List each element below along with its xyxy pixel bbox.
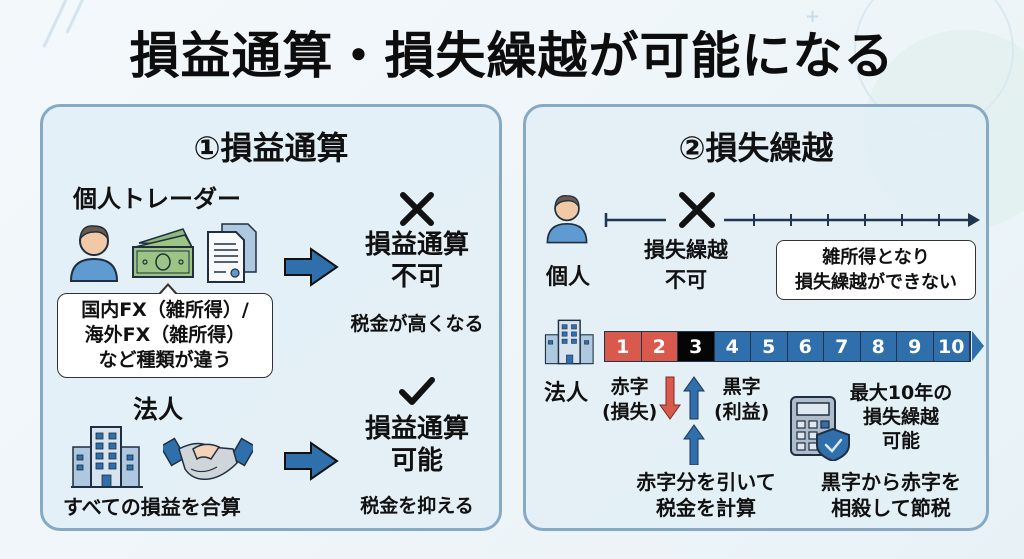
loss-line: 赤字 [610, 376, 649, 398]
up-arrow-icon [683, 376, 705, 465]
year-cell: 2 [641, 332, 678, 361]
panel-loss-carryforward: ②損失繰越 個人 損失繰越 不可 雑所得となり 損失繰越ができない [523, 104, 989, 531]
year-cell: 8 [860, 332, 897, 361]
page-title: 損益通算・損失繰越が可能になる [129, 27, 895, 85]
max-line: 損失繰越 [862, 406, 939, 428]
individual-result: 損益通算 不可 [337, 229, 497, 293]
result-line: 損失繰越 [644, 238, 728, 262]
building-icon [71, 426, 143, 488]
profit-label: 黒字 (利益) [714, 375, 769, 425]
loss-line: (損失) [602, 401, 658, 423]
profit-line: (利益) [714, 401, 770, 423]
year-cell: 10 [933, 332, 970, 361]
callout-line: 国内FX（雑所得）/ [81, 299, 249, 321]
building-icon [544, 319, 594, 365]
individual-note: 雑所得となり 損失繰越ができない [776, 240, 976, 300]
individual-trader-label: 個人トレーダー [73, 185, 241, 213]
panel-title: ②損失繰越 [678, 129, 834, 167]
loss-label: 赤字 (損失) [602, 375, 657, 425]
note-line: 損失繰越ができない [795, 272, 957, 293]
year-cell: 1 [605, 332, 642, 361]
callout-line: など種類が違う [98, 349, 232, 371]
individual-result: 損失繰越 不可 [626, 235, 746, 295]
timeline-tip [972, 331, 984, 361]
person-icon [69, 225, 119, 282]
result-line: 損益通算 [364, 230, 469, 260]
result-line: 損益通算 [364, 414, 469, 444]
cross-icon [400, 192, 434, 226]
calc-line: 税金を計算 [656, 496, 756, 520]
handshake-icon [163, 437, 253, 481]
right-arrow-icon [284, 247, 339, 287]
corporation-label: 法人 [544, 381, 589, 406]
person-icon [546, 195, 588, 244]
max-line: 最大10年の [849, 382, 953, 404]
individual-result-sub: 税金が高くなる [350, 313, 484, 335]
panel-title: ①損益通算 [193, 129, 349, 167]
max-line: 可能 [881, 430, 920, 452]
offset-line: 相殺して節税 [831, 496, 951, 520]
income-type-callout: 国内FX（雑所得）/ 海外FX（雑所得） など種類が違う [57, 283, 273, 378]
year-cell: 7 [824, 332, 861, 361]
offset-caption: 黒字から赤字を 相殺して節税 [791, 469, 991, 521]
panel-loss-offset: ①損益通算 個人トレーダー 国内FX（雑所得）/ 海外FX（雑所得） など種類が… [40, 104, 502, 531]
document-icon [207, 223, 257, 283]
calc-caption: 赤字分を引いて 税金を計算 [606, 469, 806, 521]
offset-arrows [659, 376, 705, 465]
year-cell: 6 [787, 332, 824, 361]
offset-line: 黒字から赤字を [821, 470, 961, 494]
calc-line: 赤字分を引いて [636, 470, 776, 494]
callout-line: 海外FX（雑所得） [84, 324, 246, 346]
check-icon [399, 377, 435, 405]
note-line: 雑所得となり [822, 247, 930, 268]
profit-line: 黒字 [722, 376, 761, 398]
year-cell: 9 [897, 332, 934, 361]
individual-label: 個人 [546, 265, 591, 290]
timeline-arrow [604, 213, 980, 227]
corporation-result-sub: 税金を抑える [360, 495, 474, 517]
corporation-caption: すべての損益を合算 [63, 495, 241, 519]
down-arrow-icon [659, 376, 681, 420]
calculator-shield-icon [790, 396, 850, 461]
result-line: 不可 [390, 262, 443, 292]
corporation-result: 損益通算 可能 [337, 413, 497, 477]
year-cell: 5 [751, 332, 788, 361]
year-cell: 4 [714, 332, 751, 361]
year-cell: 3 [678, 332, 715, 361]
right-arrow-icon [284, 441, 339, 481]
cross-icon [679, 192, 715, 228]
max-carryforward-label: 最大10年の 損失繰越 可能 [826, 381, 976, 453]
corporation-label: 法人 [133, 395, 184, 424]
result-line: 不可 [665, 268, 707, 292]
money-icon [132, 228, 195, 278]
result-line: 可能 [390, 446, 443, 476]
